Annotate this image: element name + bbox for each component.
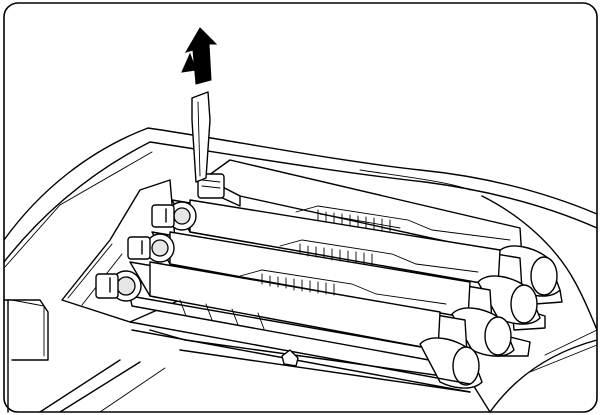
cartridge-3-drum-end: [510, 284, 538, 324]
printer-body: [3, 127, 598, 413]
toner-cartridge-1: [95, 261, 483, 393]
cartridge-4-drum-end: [530, 256, 558, 296]
cartridge-2-drum-end: [484, 316, 512, 356]
cartridge-1-drum-end: [452, 346, 480, 386]
pull-tab-icon: [191, 91, 211, 183]
lift-up-arrow-icon-tail: [181, 52, 197, 73]
lift-up-arrow-icon: [184, 27, 218, 85]
